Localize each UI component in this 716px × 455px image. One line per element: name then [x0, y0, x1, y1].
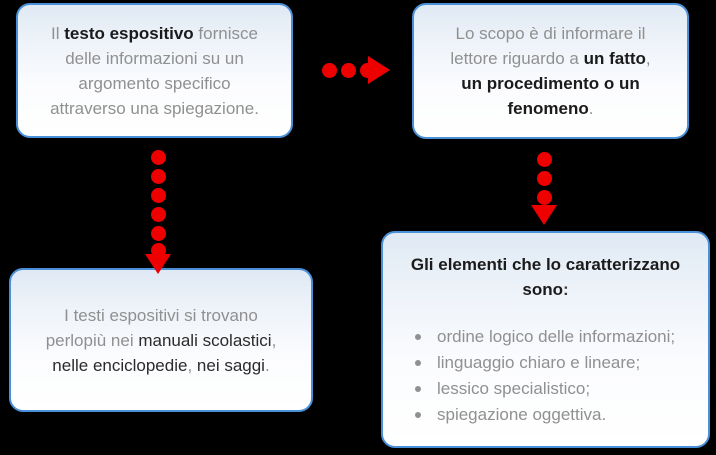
where-found-mid: ,: [271, 330, 277, 350]
definition-emphasis: testo espositivo: [64, 23, 194, 43]
arrow-head-down-icon: [145, 254, 171, 274]
box-features: Gli elementi che lo caratterizzano sono:…: [381, 231, 710, 448]
list-item-label: ordine logico delle informazioni;: [437, 327, 676, 346]
features-list: ordine logico delle informazioni; lingua…: [383, 324, 675, 428]
list-item-label: spiegazione oggettiva.: [437, 405, 607, 424]
features-heading-main: Gli elementi che lo caratterizzano sono: [410, 255, 681, 299]
arrow-head-down-icon: [531, 205, 557, 225]
arrow-dot: [151, 150, 166, 165]
arrow-dot: [151, 169, 166, 184]
arrow-dot: [341, 63, 356, 78]
box-purpose: Lo scopo è di informare il lettore rigua…: [412, 3, 689, 139]
purpose-lead: Lo scopo è di informare il lettore rigua…: [450, 24, 646, 68]
arrow-down-dotted-long-icon: [144, 150, 174, 274]
list-item: lessico specialistico;: [413, 376, 675, 402]
arrow-down-dotted-short-icon: [530, 152, 560, 225]
arrow-dot: [537, 152, 552, 167]
where-found-lead: I testi espositivi si trovano perlopiù n…: [45, 305, 258, 350]
arrow-dot: [537, 171, 552, 186]
arrow-dot: [537, 190, 552, 205]
list-item: ordine logico delle informazioni;: [413, 324, 675, 350]
box-definition-text: Il testo espositivo fornisce delle infor…: [36, 21, 273, 121]
arrow-dot: [322, 63, 337, 78]
list-item: linguaggio chiaro e lineare;: [413, 350, 675, 376]
arrow-right-dotted-icon: [322, 56, 390, 86]
where-found-emphasis-1: manuali scolastici: [138, 330, 272, 350]
where-found-emphasis-3: nei saggi: [196, 355, 265, 375]
purpose-mid: ,: [645, 49, 651, 68]
definition-lead: Il: [51, 23, 65, 43]
where-found-emphasis-2: nelle enciclopedie: [52, 355, 188, 375]
box-where-found: I testi espositivi si trovano perlopiù n…: [9, 268, 313, 412]
list-item: spiegazione oggettiva.: [413, 402, 675, 428]
list-item-label: lessico specialistico;: [437, 379, 591, 398]
box-definition: Il testo espositivo fornisce delle infor…: [16, 3, 293, 138]
where-found-mid-2: ,: [187, 355, 197, 375]
box-purpose-text: Lo scopo è di informare il lettore rigua…: [436, 21, 664, 121]
where-found-rest: .: [264, 355, 270, 375]
bullet-icon: [415, 412, 421, 418]
arrow-head-right-icon: [368, 56, 390, 84]
features-heading-tail: :: [562, 280, 569, 299]
box-features-heading: Gli elementi che lo caratterizzano sono:: [383, 252, 708, 302]
box-where-found-text: I testi espositivi si trovano perlopiù n…: [32, 303, 291, 378]
arrow-dot: [151, 188, 166, 203]
arrow-dot: [151, 207, 166, 222]
purpose-emphasis-2: un procedimento o un fenomeno: [461, 74, 640, 118]
arrow-dot: [151, 226, 166, 241]
purpose-emphasis-1: un fatto: [583, 49, 646, 68]
list-item-label: linguaggio chiaro e lineare;: [437, 353, 641, 372]
bullet-icon: [415, 334, 421, 340]
definition-rest: fornisce delle informazioni su un argome…: [50, 23, 259, 118]
bullet-icon: [415, 360, 421, 366]
purpose-rest: .: [588, 99, 594, 118]
bullet-icon: [415, 386, 421, 392]
